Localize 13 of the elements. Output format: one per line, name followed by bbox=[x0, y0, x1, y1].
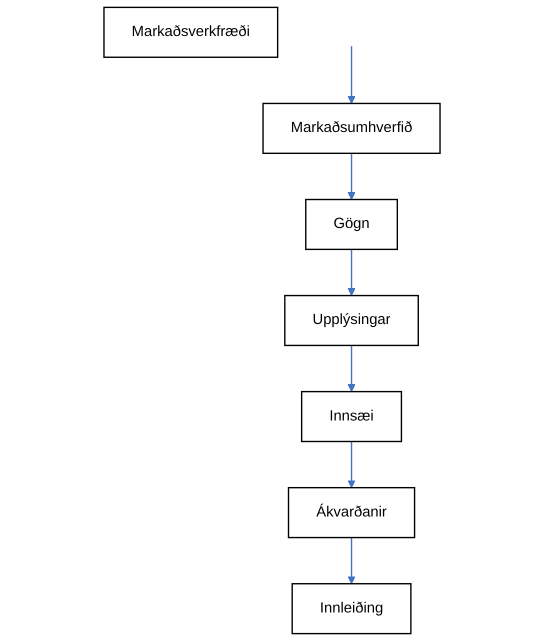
node-box: Markaðsumhverfið bbox=[262, 102, 441, 154]
arrow bbox=[347, 345, 356, 392]
arrow bbox=[347, 249, 356, 296]
node-box: Ákvarðanir bbox=[288, 486, 416, 538]
arrow bbox=[347, 46, 356, 104]
node-box: Innleiðing bbox=[292, 583, 412, 634]
node-box: Upplýsingar bbox=[284, 294, 419, 346]
arrow bbox=[347, 538, 356, 584]
node-box: Gögn bbox=[305, 198, 398, 250]
arrow bbox=[347, 442, 356, 488]
node-box: Markaðsverkfræði bbox=[103, 6, 278, 58]
node-box: Innsæi bbox=[300, 390, 402, 442]
arrow bbox=[347, 153, 356, 200]
